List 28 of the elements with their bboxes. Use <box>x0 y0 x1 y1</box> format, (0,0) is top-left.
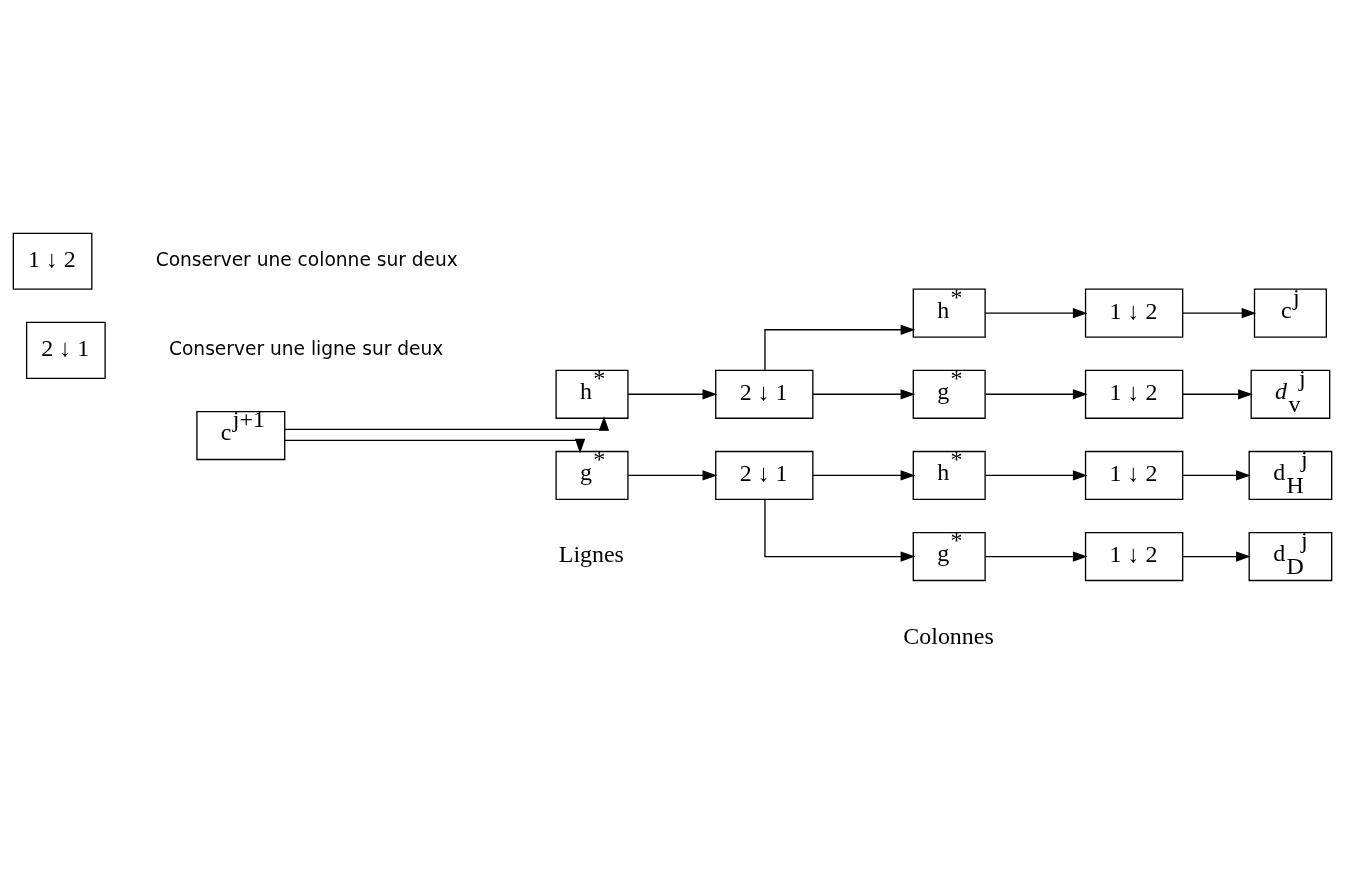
arrow <box>984 551 1088 562</box>
node-box: 1 ↓ 2 <box>12 232 93 290</box>
arrow <box>984 308 1088 319</box>
arrow <box>812 389 916 400</box>
label: Lignes <box>558 541 624 568</box>
node-box: 1 ↓ 2 <box>1084 450 1184 501</box>
arrow <box>1182 551 1251 562</box>
arrow <box>764 324 916 371</box>
arrow <box>284 416 610 431</box>
arrow <box>284 438 586 454</box>
node-box: 1 ↓ 2 <box>1084 369 1184 419</box>
node-box: 2 ↓ 1 <box>715 450 814 501</box>
label: Colonnes <box>903 622 994 649</box>
node-box: 2 ↓ 1 <box>715 369 814 419</box>
node-box: 2 ↓ 1 <box>25 321 106 379</box>
node-label: Conserver une colonne sur deux <box>155 249 458 271</box>
arrow <box>1182 470 1251 481</box>
arrow <box>627 470 718 481</box>
node-label: Conserver une ligne sur deux <box>168 338 444 360</box>
arrow <box>984 470 1088 481</box>
arrow <box>627 389 718 400</box>
node-box: 1 ↓ 2 <box>1084 531 1184 582</box>
arrow <box>812 470 916 481</box>
arrow <box>764 499 916 562</box>
arrow <box>1182 308 1257 319</box>
arrow <box>1182 389 1253 400</box>
arrow <box>984 389 1088 400</box>
node-box: 1 ↓ 2 <box>1084 288 1184 338</box>
